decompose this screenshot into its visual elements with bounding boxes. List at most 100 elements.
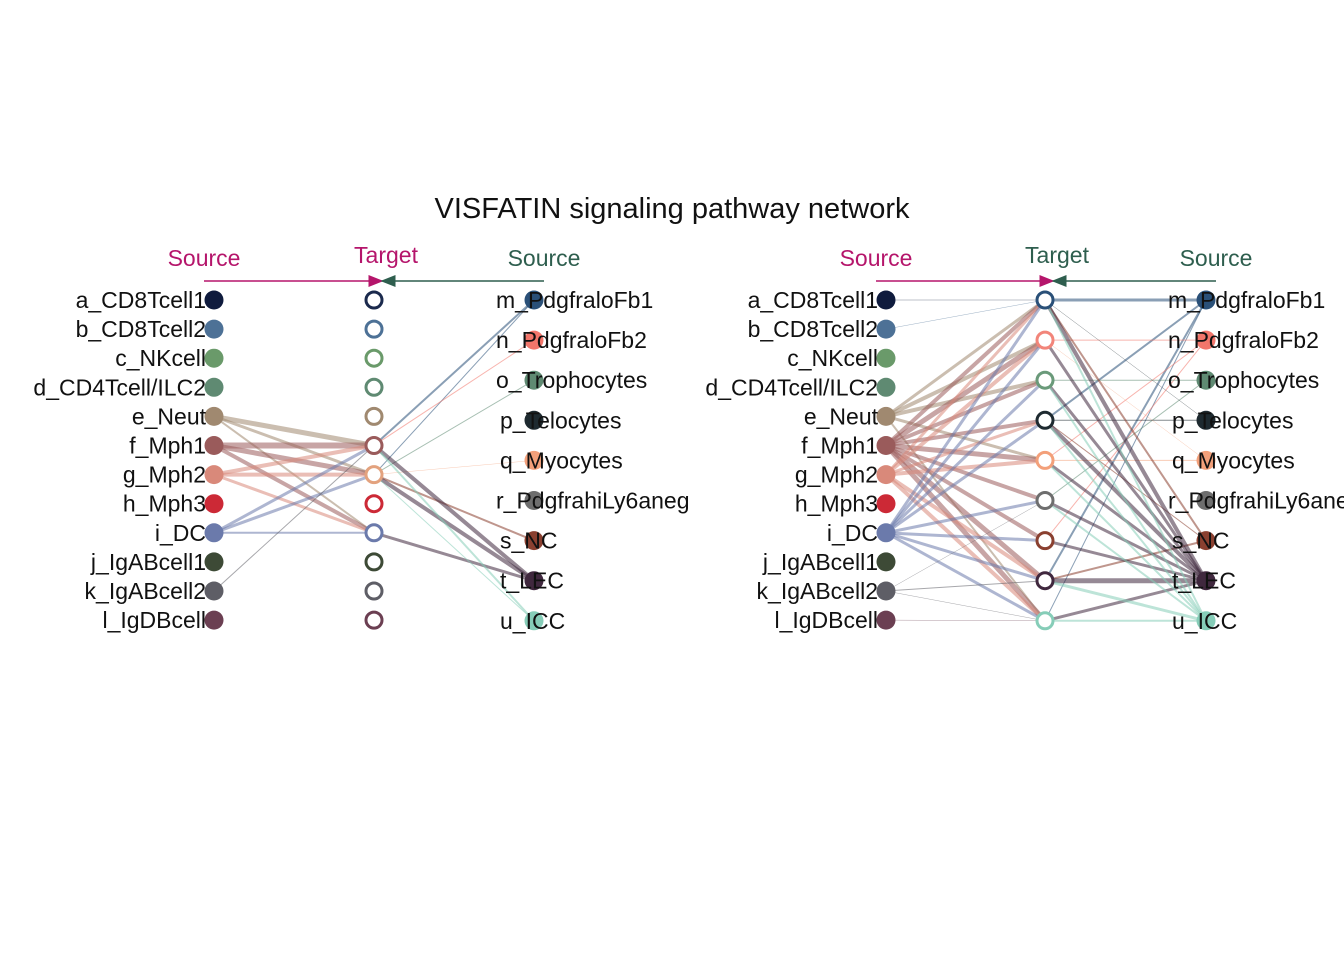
edge: [1044, 419, 1207, 622]
source-node-o: [1196, 370, 1216, 390]
source-label-c: c_NKcell: [787, 345, 878, 371]
source-label-f: f_Mph1: [801, 433, 878, 459]
target-node: [364, 581, 384, 601]
source-label-u: u_ICC: [500, 608, 565, 634]
edge: [884, 298, 1047, 418]
edge: [1044, 379, 1207, 622]
edge: [1043, 298, 1208, 583]
source-node-r: [1196, 491, 1216, 510]
source-node-a: [876, 290, 896, 310]
source-label-c: c_NKcell: [115, 345, 206, 371]
source-label-t: t_LEC: [1172, 568, 1236, 594]
source-label-p: p_Telocytes: [500, 407, 621, 433]
edge: [213, 445, 375, 592]
source-label-l: l_IgDBcell: [102, 607, 206, 633]
target-node: [1035, 611, 1055, 631]
source-label-h: h_Mph3: [123, 491, 206, 517]
edge: [1044, 499, 1207, 622]
edge: [373, 473, 535, 542]
edge: [884, 378, 1047, 419]
source-node-n: [1196, 330, 1216, 350]
edge: [885, 299, 1046, 330]
source-node-k: [876, 581, 896, 601]
target-node: [1035, 330, 1055, 350]
edge: [884, 499, 1047, 535]
edge: [883, 443, 1048, 584]
source-label-p: p_Telocytes: [1172, 407, 1293, 433]
source-node-i: [876, 523, 896, 543]
source-label-n: n_PdgfraloFb2: [496, 327, 647, 353]
source-node-e: [204, 406, 224, 426]
edge: [372, 443, 536, 583]
source-node-r: [524, 491, 544, 510]
source-node-n: [524, 330, 544, 350]
edge: [884, 531, 1047, 583]
source-label-r: r_PdgfrahiLy6aneg: [1168, 488, 1344, 514]
target-node: [364, 552, 384, 572]
source-label-o: o_Trophocytes: [1168, 367, 1319, 393]
source-node-m: [524, 290, 544, 310]
source-label-e: e_Neut: [804, 403, 879, 429]
target-node: [1035, 370, 1055, 390]
edge: [372, 531, 536, 583]
source-label-f: f_Mph1: [129, 433, 206, 459]
source-label-r: r_PdgfrahiLy6aneg: [496, 488, 690, 514]
source-node-l: [204, 610, 224, 630]
source-node-s: [1196, 531, 1216, 551]
source-label-a: a_CD8Tcell1: [76, 287, 206, 313]
source-node-k: [204, 581, 224, 601]
edge: [1044, 339, 1207, 461]
target-node: [364, 436, 384, 455]
edge: [1044, 459, 1207, 622]
source-label-j: j_IgABcell1: [762, 549, 878, 575]
source-node-b: [204, 319, 224, 339]
source-label-a: a_CD8Tcell1: [748, 287, 878, 313]
edge: [884, 298, 1047, 448]
edge: [373, 379, 535, 476]
edge: [884, 298, 1047, 535]
source-label-d: d_CD4Tcell/ILC2: [33, 374, 206, 400]
edge: [883, 337, 1048, 448]
edge: [884, 378, 1047, 448]
source-node-o: [524, 370, 544, 390]
edge: [373, 474, 535, 622]
edge: [884, 418, 1047, 448]
edge: [212, 473, 376, 535]
source-node-p: [1196, 410, 1216, 430]
chart-title: VISFATIN signaling pathway network: [434, 193, 910, 225]
edge: [884, 458, 1047, 477]
edge: [211, 413, 377, 448]
source-label-i: i_DC: [155, 520, 206, 546]
source-label-b: b_CD8Tcell2: [76, 316, 206, 342]
source-label-t: t_LEC: [500, 568, 564, 594]
source-label-h: h_Mph3: [795, 491, 878, 517]
source-label-m: m_PdgfraloFb1: [1168, 287, 1325, 313]
source-node-t: [1196, 571, 1216, 591]
edge: [373, 444, 535, 622]
source-label-e: e_Neut: [132, 403, 207, 429]
source-node-i: [204, 523, 224, 543]
edge: [1044, 299, 1207, 542]
edge: [884, 443, 1047, 543]
source-label-d: d_CD4Tcell/ILC2: [705, 374, 878, 400]
edges-left: [211, 299, 536, 622]
target-node: [1035, 410, 1055, 430]
source-label-m: m_PdgfraloFb1: [496, 287, 653, 313]
source-label-k: k_IgABcell2: [757, 578, 878, 604]
source-node-e: [876, 406, 896, 426]
header-target: Target: [1025, 242, 1090, 268]
source-label-s: s_NC: [500, 528, 558, 554]
edges-right: [883, 298, 1209, 624]
target-node: [364, 377, 384, 397]
edge: [884, 531, 1047, 543]
source-node-l: [876, 610, 896, 630]
edge: [883, 443, 1048, 624]
target-node: [1035, 531, 1055, 551]
source-node-q: [1196, 450, 1216, 470]
source-node-u: [1196, 611, 1216, 631]
target-node: [1035, 571, 1055, 591]
target-node: [1035, 450, 1055, 470]
edge: [1044, 299, 1207, 622]
